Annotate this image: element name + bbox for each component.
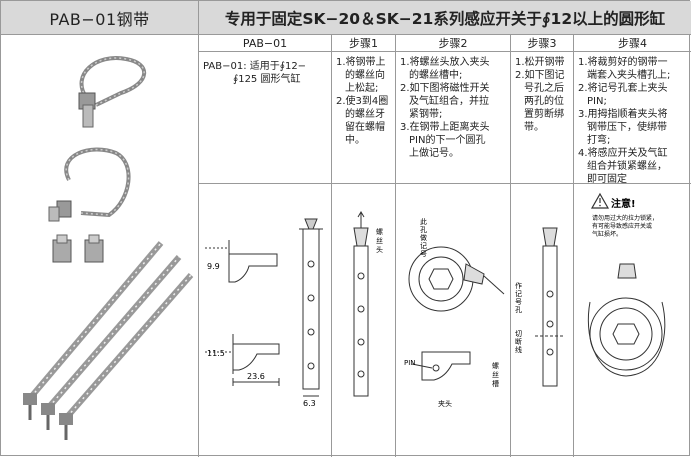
step2-line: 及气缸组合，并拉 xyxy=(409,96,489,107)
dimension-23-6: 23.6 xyxy=(247,372,265,381)
step1-line: 1.将钢带上 xyxy=(336,57,386,68)
col-header-pab01: PAB−01 xyxy=(199,35,332,52)
step1-text: 1.将钢带上 的螺丝向 上松起; 2.使3到4圈 的螺丝牙 留在螺帽 中。 xyxy=(332,52,396,184)
step4-line: 3.用拇指顺着夹头将 xyxy=(578,109,668,120)
step4-line: 2.将记号孔套上夹头 xyxy=(578,83,668,94)
dimension-6-3: 6.3 xyxy=(303,399,316,408)
step3-drawing: 作记号孔 切断线 xyxy=(511,184,574,457)
step2-line: 的螺丝槽中; xyxy=(409,70,463,81)
step2-drawing: 此孔做记号 PIN 螺丝槽 夹头 xyxy=(396,184,511,457)
step2-line: 紧钢带; xyxy=(409,109,443,120)
pab01-description: PAB−01: 适用于∮12− ∮125 圆形气缸 xyxy=(199,52,332,184)
col-header-step4: 步骤4 xyxy=(574,35,691,52)
dimension-9-9: 9.9 xyxy=(207,262,220,271)
notice-line: 有可能导致感应开关或 xyxy=(592,222,652,230)
col-header-step3: 步骤3 xyxy=(511,35,574,52)
step4-line: 组合并锁紧螺丝， xyxy=(587,161,667,172)
step1-line: 中。 xyxy=(345,135,365,146)
pab01-line: PAB−01: 适用于∮12− xyxy=(203,61,307,72)
step1-line: 的螺丝向 xyxy=(345,70,385,81)
step4-svg: 注意! 请勿用过大的拉力锁紧， 有可能导致感应开关或 气缸损坏。 xyxy=(587,192,666,377)
col-header-step1: 步骤1 xyxy=(332,35,396,52)
step3-line: 1.松开钢带 xyxy=(515,57,565,68)
screw-slot-label: 螺丝槽 xyxy=(492,361,499,388)
marked-hole-label: 作记号孔 xyxy=(515,281,522,314)
cut-line-label: 切断线 xyxy=(515,330,522,354)
clamp-pieces xyxy=(52,234,104,263)
dimension-11-5: 11.5 xyxy=(207,349,225,358)
step1-line: 的螺丝牙 xyxy=(345,109,385,120)
step2-line: 3.在钢带上距离夹头 xyxy=(400,122,490,133)
pin-label: PIN xyxy=(404,359,416,367)
step3-line: 号孔之后 xyxy=(524,83,564,94)
steel-band-illustration xyxy=(23,56,194,440)
band-loop-top xyxy=(78,56,147,128)
step1-line: 留在螺帽 xyxy=(345,122,385,133)
step4-line: PIN; xyxy=(587,96,607,107)
mark-hole-label: 此孔做记号 xyxy=(420,217,427,258)
step2-text: 1.将螺丝头放入夹头 的螺丝槽中; 2.如下图将磁性开关 及气缸组合，并拉 紧钢… xyxy=(396,52,511,184)
step4-line: 4.将感应开关及气缸 xyxy=(578,148,668,159)
dimension-svg: 9.9 11.5 23.6 6.3 xyxy=(205,218,323,408)
step2-line: 上做记号。 xyxy=(409,148,459,159)
step3-line: 2.如下图记 xyxy=(515,70,565,81)
step4-line: 1.将裁剪好的钢带一 xyxy=(578,57,668,68)
notice-line: 气缸损坏。 xyxy=(592,230,622,238)
clamp-label: 夹头 xyxy=(438,399,452,408)
step4-line: 钢带压下，使绑带 xyxy=(587,122,667,133)
step1-svg: 螺丝头 xyxy=(353,211,383,397)
step1-line: 上松起; xyxy=(345,83,379,94)
step2-line: 2.如下图将磁性开关 xyxy=(400,83,490,94)
col-header-step2: 步骤2 xyxy=(396,35,511,52)
step1-line: 2.使3到4圈 xyxy=(336,96,389,107)
product-photo xyxy=(1,35,199,457)
product-title: PAB−01钢带 xyxy=(1,1,199,35)
step4-text: 1.将裁剪好的钢带一 端套入夹头槽孔上; 2.将记号孔套上夹头 PIN; 3.用… xyxy=(574,52,691,185)
step2-svg: 此孔做记号 PIN 螺丝槽 夹头 xyxy=(404,217,505,408)
step3-line: 置剪断绑 xyxy=(524,109,564,120)
step3-line: 带。 xyxy=(524,122,544,133)
usage-title: 专用于固定SK−20＆SK−21系列感应开关于∮12以上的圆形缸 xyxy=(199,1,691,35)
step4-drawing: 注意! 请勿用过大的拉力锁紧， 有可能导致感应开关或 气缸损坏。 xyxy=(574,184,691,457)
pab01-dimension-drawing: 9.9 11.5 23.6 6.3 xyxy=(199,184,332,457)
step2-line: PIN的下一个圆孔 xyxy=(409,135,486,146)
step3-svg: 作记号孔 切断线 xyxy=(515,227,565,387)
step2-line: 1.将螺丝头放入夹头 xyxy=(400,57,490,68)
warning-icon xyxy=(590,192,610,209)
step3-line: 两孔的位 xyxy=(524,96,564,107)
step4-line: 端套入夹头槽孔上; xyxy=(587,70,671,81)
screw-head-label: 螺丝头 xyxy=(376,227,383,254)
straight-bands xyxy=(23,241,194,440)
band-loop-middle xyxy=(48,147,131,222)
notice-title: 注意! xyxy=(611,197,636,210)
step4-line: 打弯; xyxy=(587,135,611,146)
pab01-line: ∮125 圆形气缸 xyxy=(233,74,301,85)
step3-text: 1.松开钢带 2.如下图记 号孔之后 两孔的位 置剪断绑 带。 xyxy=(511,52,574,184)
notice-line: 请勿用过大的拉力锁紧， xyxy=(592,214,658,222)
step1-drawing: 螺丝头 xyxy=(332,184,396,457)
step4-line: 即可固定 xyxy=(587,174,627,185)
